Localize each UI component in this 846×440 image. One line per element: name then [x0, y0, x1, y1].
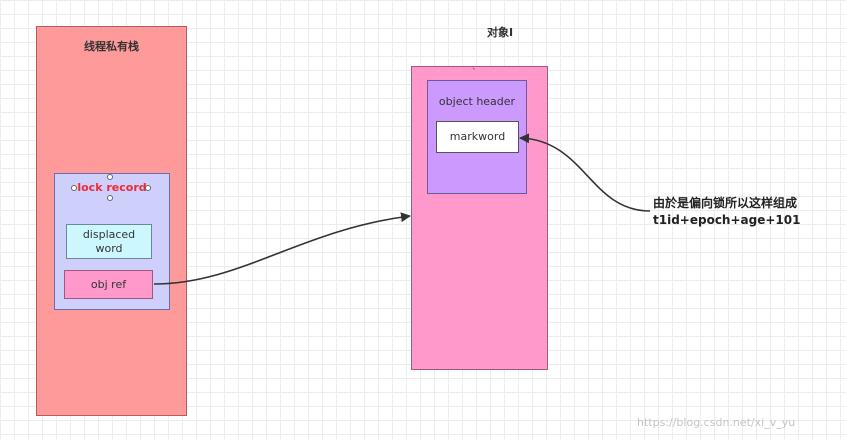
- note-line-2: t1id+epoch+age+101: [653, 213, 801, 227]
- object-header-title: object header: [438, 95, 516, 108]
- biased-lock-note: 由於是偏向锁所以这样组成 t1id+epoch+age+101: [653, 195, 843, 229]
- object-title: 对象I: [486, 26, 514, 39]
- resize-handle-bottom[interactable]: [107, 195, 113, 201]
- displaced-word-line-2: word: [95, 242, 123, 255]
- note-line-1: 由於是偏向锁所以这样组成: [653, 196, 798, 210]
- markword-box: markword: [436, 121, 519, 153]
- obj-ref-box: obj ref: [64, 270, 153, 299]
- stack-title: 线程私有栈: [84, 40, 139, 53]
- lock-record-title: lock record: [77, 181, 147, 194]
- resize-handle-left[interactable]: [71, 185, 77, 191]
- note-to-markword-arrow: [519, 133, 651, 212]
- resize-handle-top[interactable]: [107, 174, 113, 180]
- object-tick-mark: `: [472, 68, 477, 78]
- displaced-word-box: displaced word: [66, 224, 152, 259]
- displaced-word-line-1: displaced: [82, 228, 136, 241]
- resize-handle-right[interactable]: [145, 185, 151, 191]
- obj-ref-to-object-arrow: [153, 212, 411, 285]
- watermark: https://blog.csdn.net/xi_v_yu: [637, 416, 796, 429]
